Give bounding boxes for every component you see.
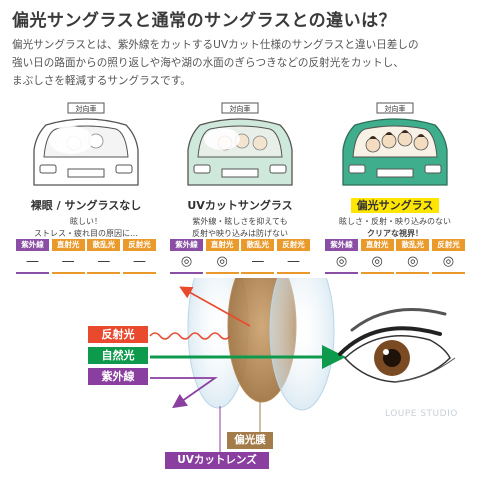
reflected-light-wave [149,332,231,340]
underline-row [16,272,156,274]
reflected-light-label: 反射光 [88,326,148,343]
rating-mark: ◎ [180,254,193,269]
mark-row: — — — — [16,255,156,269]
card-bare-eye: 対向車 裸眼 / サングラスなし 眩しい！ ストレス・疲れ目の原因に… 紫外線 … [16,95,156,275]
rating-mark: — [26,254,39,269]
underline-row [170,272,310,274]
tag-reflected: 反射光 [431,239,465,251]
tag-row: 紫外線 直射光 散乱光 反射光 [16,239,156,251]
underline-row [325,272,465,274]
card-title: UVカットサングラス [187,199,293,212]
description-line: 偏光サングラスとは、紫外線をカットするUVカット仕様のサングラスと違い日差しの [12,39,419,51]
oncoming-car-label: 対向車 [385,104,406,113]
uv-light-label: 紫外線 [88,368,148,385]
eye-icon [338,308,456,383]
polarized-film-label: 偏光膜 [227,432,273,449]
tag-row: 紫外線 直射光 散乱光 反射光 [170,239,310,251]
tag-reflected: 反射光 [276,239,310,251]
description-line: 強い日の路面からの照り返しや海や湖の水面のぎらつきなどの反射光をカットし、 [12,57,404,69]
oncoming-car-label: 対向車 [230,104,251,113]
description-line: まぶしさを軽減するサングラスです。 [12,75,191,87]
card-title: 偏光サングラス [325,197,465,213]
uv-lens-label: UVカットレンズ [165,452,269,469]
tag-scattered: 散乱光 [241,239,275,251]
natural-light-label: 自然光 [88,347,148,364]
rating-mark: ◎ [442,254,455,269]
rating-mark: — [61,254,75,269]
tag-scattered: 散乱光 [87,239,121,251]
oncoming-car-label: 対向車 [76,104,97,113]
car-illustration: 対向車 [342,102,448,186]
tag-uv: 紫外線 [170,239,203,251]
tag-scattered: 散乱光 [396,239,430,251]
rating-mark: ◎ [407,254,419,269]
tag-uv: 紫外線 [325,239,358,251]
rating-mark: ◎ [335,254,348,269]
tag-reflected: 反射光 [122,239,156,251]
page-title: 偏光サングラスと通常のサングラスとの違いは？ [12,11,397,31]
tag-direct: 直射光 [205,239,239,251]
tag-direct: 直射光 [360,239,394,251]
rating-mark: — [132,254,146,269]
watermark: LOUPE STUDIO [385,409,458,419]
car-illustration: 対向車 [33,102,139,186]
reflected-light-arrow [179,286,251,327]
tag-uv: 紫外線 [16,239,49,251]
card-title: 裸眼 / サングラスなし [30,199,142,212]
rating-mark: ◎ [216,254,228,269]
rating-mark: ◎ [371,254,383,269]
card-description: 紫外線・眩しさを抑えても 反射や映り込みは防げない [192,217,288,238]
card-polarized: 対向車 偏光サングラス 眩しさ・反射・映り込みのない クリアな視界！ 紫外線 直… [325,95,465,275]
rating-mark: — [97,254,111,269]
front-lens-shape [269,278,335,411]
mark-row: ◎ ◎ ◎ ◎ [325,255,465,269]
mark-row: ◎ ◎ — — [170,255,310,269]
rating-mark: — [286,254,300,269]
rating-mark: — [251,254,265,269]
lens-diagram [149,278,456,452]
car-illustration: 対向車 [187,102,293,186]
uv-light-arrow [150,377,218,409]
card-description: 眩しい！ ストレス・疲れ目の原因に… [34,217,138,238]
tag-direct: 直射光 [51,239,85,251]
card-uv-cut: 対向車 UVカットサングラス 紫外線・眩しさを抑えても 反射や映り込みは防げない… [170,95,310,275]
tag-row: 紫外線 直射光 散乱光 反射光 [325,239,465,251]
card-description: 眩しさ・反射・映り込みのない クリアな視界！ [339,217,451,238]
description: 偏光サングラスとは、紫外線をカットするUVカット仕様のサングラスと違い日差しの … [12,36,470,90]
